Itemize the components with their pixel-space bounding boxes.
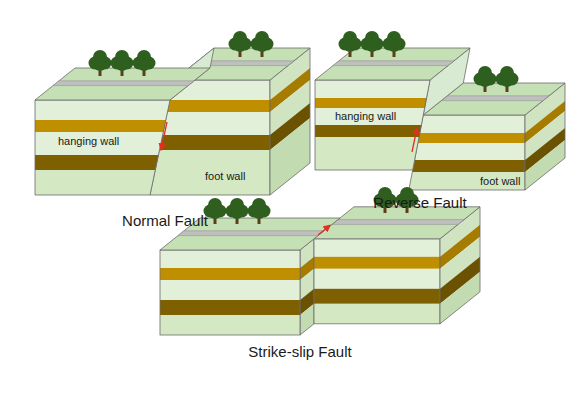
hanging-wall-front	[310, 80, 435, 170]
rock-layer	[440, 272, 480, 324]
rock-layer	[400, 143, 530, 160]
normal-fault-block	[30, 31, 310, 195]
motion-arrow	[318, 225, 330, 235]
rock-layer	[160, 315, 300, 335]
tree	[229, 31, 252, 57]
rock-layer	[30, 120, 180, 132]
left-block-front	[160, 250, 300, 335]
wall-label: hanging wall	[58, 135, 119, 148]
fault-caption: Normal Fault	[122, 212, 208, 229]
tree	[474, 66, 497, 92]
tree	[339, 31, 362, 57]
rock-layer	[30, 170, 180, 195]
rock-layer	[160, 250, 300, 268]
rock-layer	[525, 140, 565, 190]
tree	[383, 31, 406, 57]
tree	[111, 50, 134, 76]
right-block-front	[314, 239, 440, 324]
rock-layer	[160, 280, 300, 300]
rock-layer	[400, 160, 530, 172]
ground-surface	[314, 207, 480, 239]
rock-layer	[314, 269, 440, 289]
hanging-wall-front	[30, 100, 180, 195]
wall-label: hanging wall	[335, 110, 396, 123]
block-outline	[315, 80, 430, 170]
reverse-fault-block	[310, 31, 565, 190]
motion-arrow	[412, 128, 417, 152]
road	[332, 220, 464, 225]
road	[53, 81, 194, 86]
rock-layer	[400, 172, 530, 190]
rock-layer	[160, 300, 300, 315]
block-outline	[409, 115, 525, 190]
block-outline	[160, 250, 300, 335]
tree	[133, 50, 156, 76]
rock-layer	[314, 239, 440, 257]
rock-layer	[140, 150, 280, 195]
wall-label: foot wall	[205, 170, 245, 183]
rock-layer	[314, 257, 440, 269]
wall-label: foot wall	[480, 175, 520, 188]
rock-layer	[30, 132, 180, 155]
rock-layer	[314, 304, 440, 324]
tree	[248, 198, 271, 224]
rock-layer	[310, 98, 435, 108]
tree	[89, 50, 112, 76]
tree	[251, 31, 274, 57]
motion-arrow	[161, 122, 167, 150]
rock-layer	[160, 268, 300, 280]
rock-layer	[300, 304, 314, 335]
block-outline	[35, 100, 170, 195]
fault-caption: Reverse Fault	[373, 194, 466, 211]
rock-layer	[310, 108, 435, 125]
strike-slip-fault-block	[160, 187, 480, 335]
block-outline	[314, 239, 440, 324]
road	[441, 96, 549, 101]
block-outline	[300, 239, 314, 335]
road	[333, 61, 454, 66]
tree	[226, 198, 249, 224]
rock-layer	[30, 155, 180, 170]
rock-layer	[270, 118, 310, 195]
road	[178, 231, 324, 236]
fault-caption: Strike-slip Fault	[248, 343, 351, 360]
tree	[361, 31, 384, 57]
tree	[496, 66, 519, 92]
rock-layer	[30, 100, 180, 120]
rock-layer	[310, 80, 435, 98]
rock-layer	[314, 289, 440, 304]
